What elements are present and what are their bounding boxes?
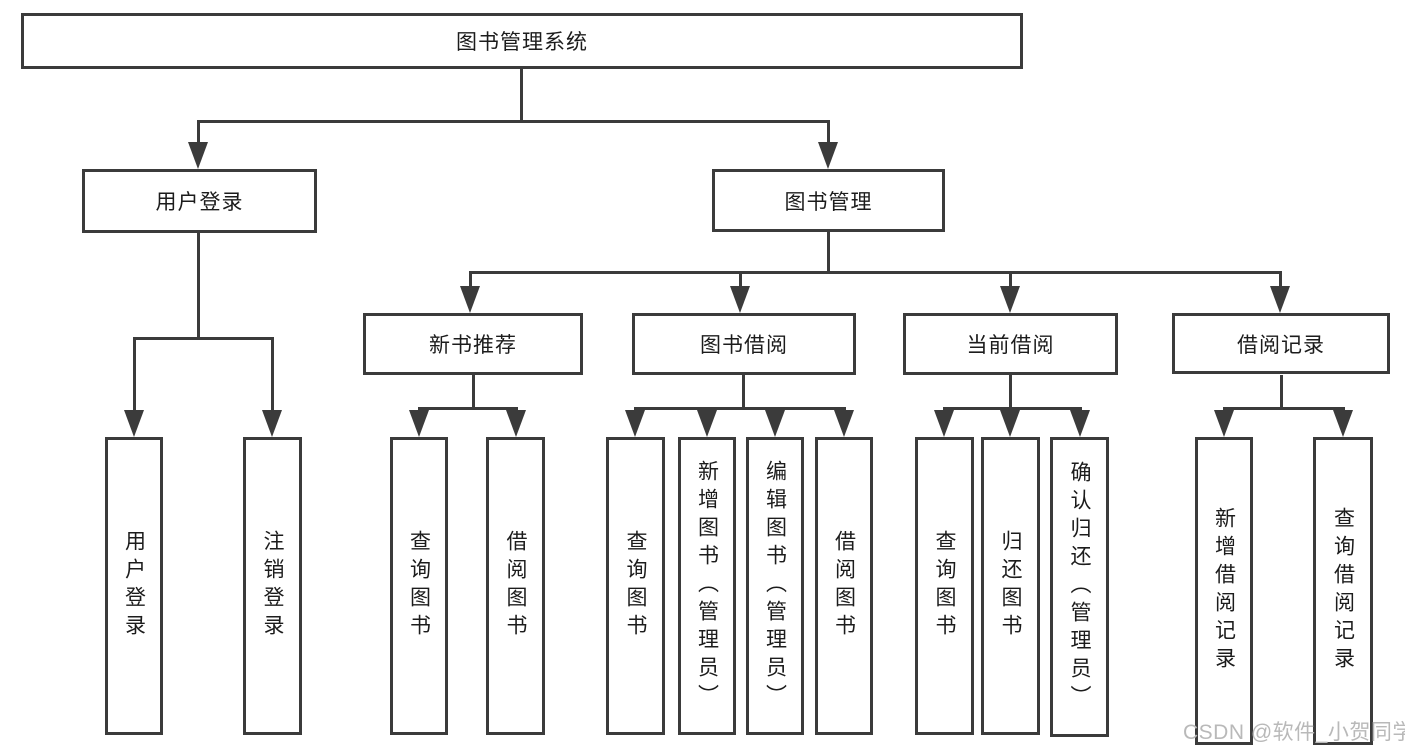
node-leaf-br-query-record-label: 查询借阅记录 (1331, 507, 1355, 675)
node-leaf-cb-query-books-label: 查询图书 (933, 530, 956, 642)
arrow-down-bb-borrow (834, 410, 854, 437)
arrow-down-rec-query (409, 410, 429, 437)
node-new-book-rec-label: 新书推荐 (429, 334, 517, 357)
arrow-down-bb-query (625, 410, 645, 437)
arrow-down-cb-return (1000, 410, 1020, 437)
node-leaf-cb-confirm-return-label: 确认归还（管理员） (1068, 461, 1091, 713)
connector-root-branch (197, 120, 830, 123)
connector-new-book-rec-branch (418, 407, 518, 410)
node-borrow-records-label: 借阅记录 (1237, 333, 1325, 357)
arrow-down-bb-add (697, 410, 717, 437)
node-current-borrow-label: 当前借阅 (966, 334, 1055, 357)
node-book-mgmt-label: 图书管理 (784, 190, 873, 214)
node-leaf-bb-edit-books: 编辑图书（管理员） (746, 437, 804, 735)
node-leaf-bb-borrow-books: 借阅图书 (815, 437, 873, 735)
arrow-down-user-login (188, 142, 208, 169)
connector-arrow-user-login-stem (197, 120, 200, 144)
connector-root-stem (520, 69, 523, 122)
node-user-login-label: 用户登录 (155, 191, 244, 214)
node-leaf-br-add-record-label: 新增借阅记录 (1212, 507, 1236, 675)
arrow-down-cb-query (934, 410, 954, 437)
node-leaf-cb-confirm-return: 确认归还（管理员） (1050, 437, 1109, 737)
connector-current-borrow-branch (943, 407, 1081, 410)
connector-borrow-records-branch (1223, 407, 1344, 410)
node-leaf-br-add-record: 新增借阅记录 (1195, 437, 1253, 745)
node-root: 图书管理系统 (21, 13, 1023, 69)
node-leaf-cb-return-books-label: 归还图书 (999, 530, 1022, 642)
node-leaf-user-login-label: 用户登录 (122, 530, 146, 642)
node-borrow-records: 借阅记录 (1172, 313, 1390, 374)
arrow-down-current-borrow (1000, 286, 1020, 313)
node-leaf-cb-return-books: 归还图书 (981, 437, 1040, 735)
arrow-down-book-mgmt (818, 142, 838, 169)
node-leaf-rec-borrow-books-label: 借阅图书 (504, 530, 527, 642)
node-leaf-bb-query-books: 查询图书 (606, 437, 665, 735)
node-leaf-cb-query-books: 查询图书 (915, 437, 974, 735)
node-leaf-user-login: 用户登录 (105, 437, 163, 735)
node-leaf-bb-add-books: 新增图书（管理员） (678, 437, 736, 735)
connector-arrow-current-borrow-stem (1009, 271, 1012, 288)
connector-arrow-leaf-logout-stem (271, 337, 274, 413)
arrow-down-bb-edit (765, 410, 785, 437)
arrow-down-leaf-logout (262, 410, 282, 437)
node-leaf-br-query-record: 查询借阅记录 (1313, 437, 1373, 745)
connector-borrow-records-stem (1280, 375, 1283, 409)
node-book-borrow-label: 图书借阅 (700, 334, 788, 357)
node-leaf-logout-login-label: 注销登录 (261, 530, 284, 642)
node-leaf-rec-query-books-label: 查询图书 (407, 530, 431, 642)
arrow-down-book-borrow (730, 286, 750, 313)
node-leaf-logout-login: 注销登录 (243, 437, 302, 735)
connector-book-borrow-branch (634, 407, 845, 410)
connector-book-borrow-stem (742, 375, 745, 409)
arrow-down-cb-confirm (1070, 410, 1090, 437)
connector-arrow-new-book-rec-stem (469, 271, 472, 288)
node-new-book-rec: 新书推荐 (363, 313, 583, 375)
arrow-down-new-book-rec (460, 286, 480, 313)
node-book-mgmt: 图书管理 (712, 169, 945, 232)
connector-book-mgmt-branch (469, 271, 1282, 274)
connector-arrow-book-mgmt-stem (827, 120, 830, 144)
connector-user-login-stem (197, 233, 200, 340)
connector-book-mgmt-stem (827, 232, 830, 273)
node-current-borrow: 当前借阅 (903, 313, 1118, 375)
arrow-down-rec-borrow (506, 410, 526, 437)
node-leaf-bb-borrow-books-label: 借阅图书 (832, 530, 856, 642)
arrow-down-leaf-user-login (124, 410, 144, 437)
connector-current-borrow-stem (1009, 375, 1012, 409)
connector-arrow-book-borrow-stem (739, 271, 742, 288)
csdn-watermark: CSDN @软件_小贺同学 (1183, 721, 1405, 744)
node-leaf-bb-query-books-label: 查询图书 (624, 530, 647, 642)
connector-arrow-borrow-records-stem (1279, 271, 1282, 288)
connector-arrow-leaf-user-login-stem (133, 337, 136, 413)
node-root-label: 图书管理系统 (456, 31, 588, 54)
node-leaf-rec-borrow-books: 借阅图书 (486, 437, 545, 735)
connector-new-book-rec-stem (472, 375, 475, 409)
arrow-down-br-query (1333, 410, 1353, 437)
node-leaf-rec-query-books: 查询图书 (390, 437, 448, 735)
node-leaf-bb-edit-books-label: 编辑图书（管理员） (763, 460, 787, 712)
node-user-login: 用户登录 (82, 169, 317, 233)
arrow-down-borrow-records (1270, 286, 1290, 313)
node-leaf-bb-add-books-label: 新增图书（管理员） (695, 460, 719, 712)
arrow-down-br-add (1214, 410, 1234, 437)
node-book-borrow: 图书借阅 (632, 313, 856, 375)
connector-user-login-branch (133, 337, 274, 340)
